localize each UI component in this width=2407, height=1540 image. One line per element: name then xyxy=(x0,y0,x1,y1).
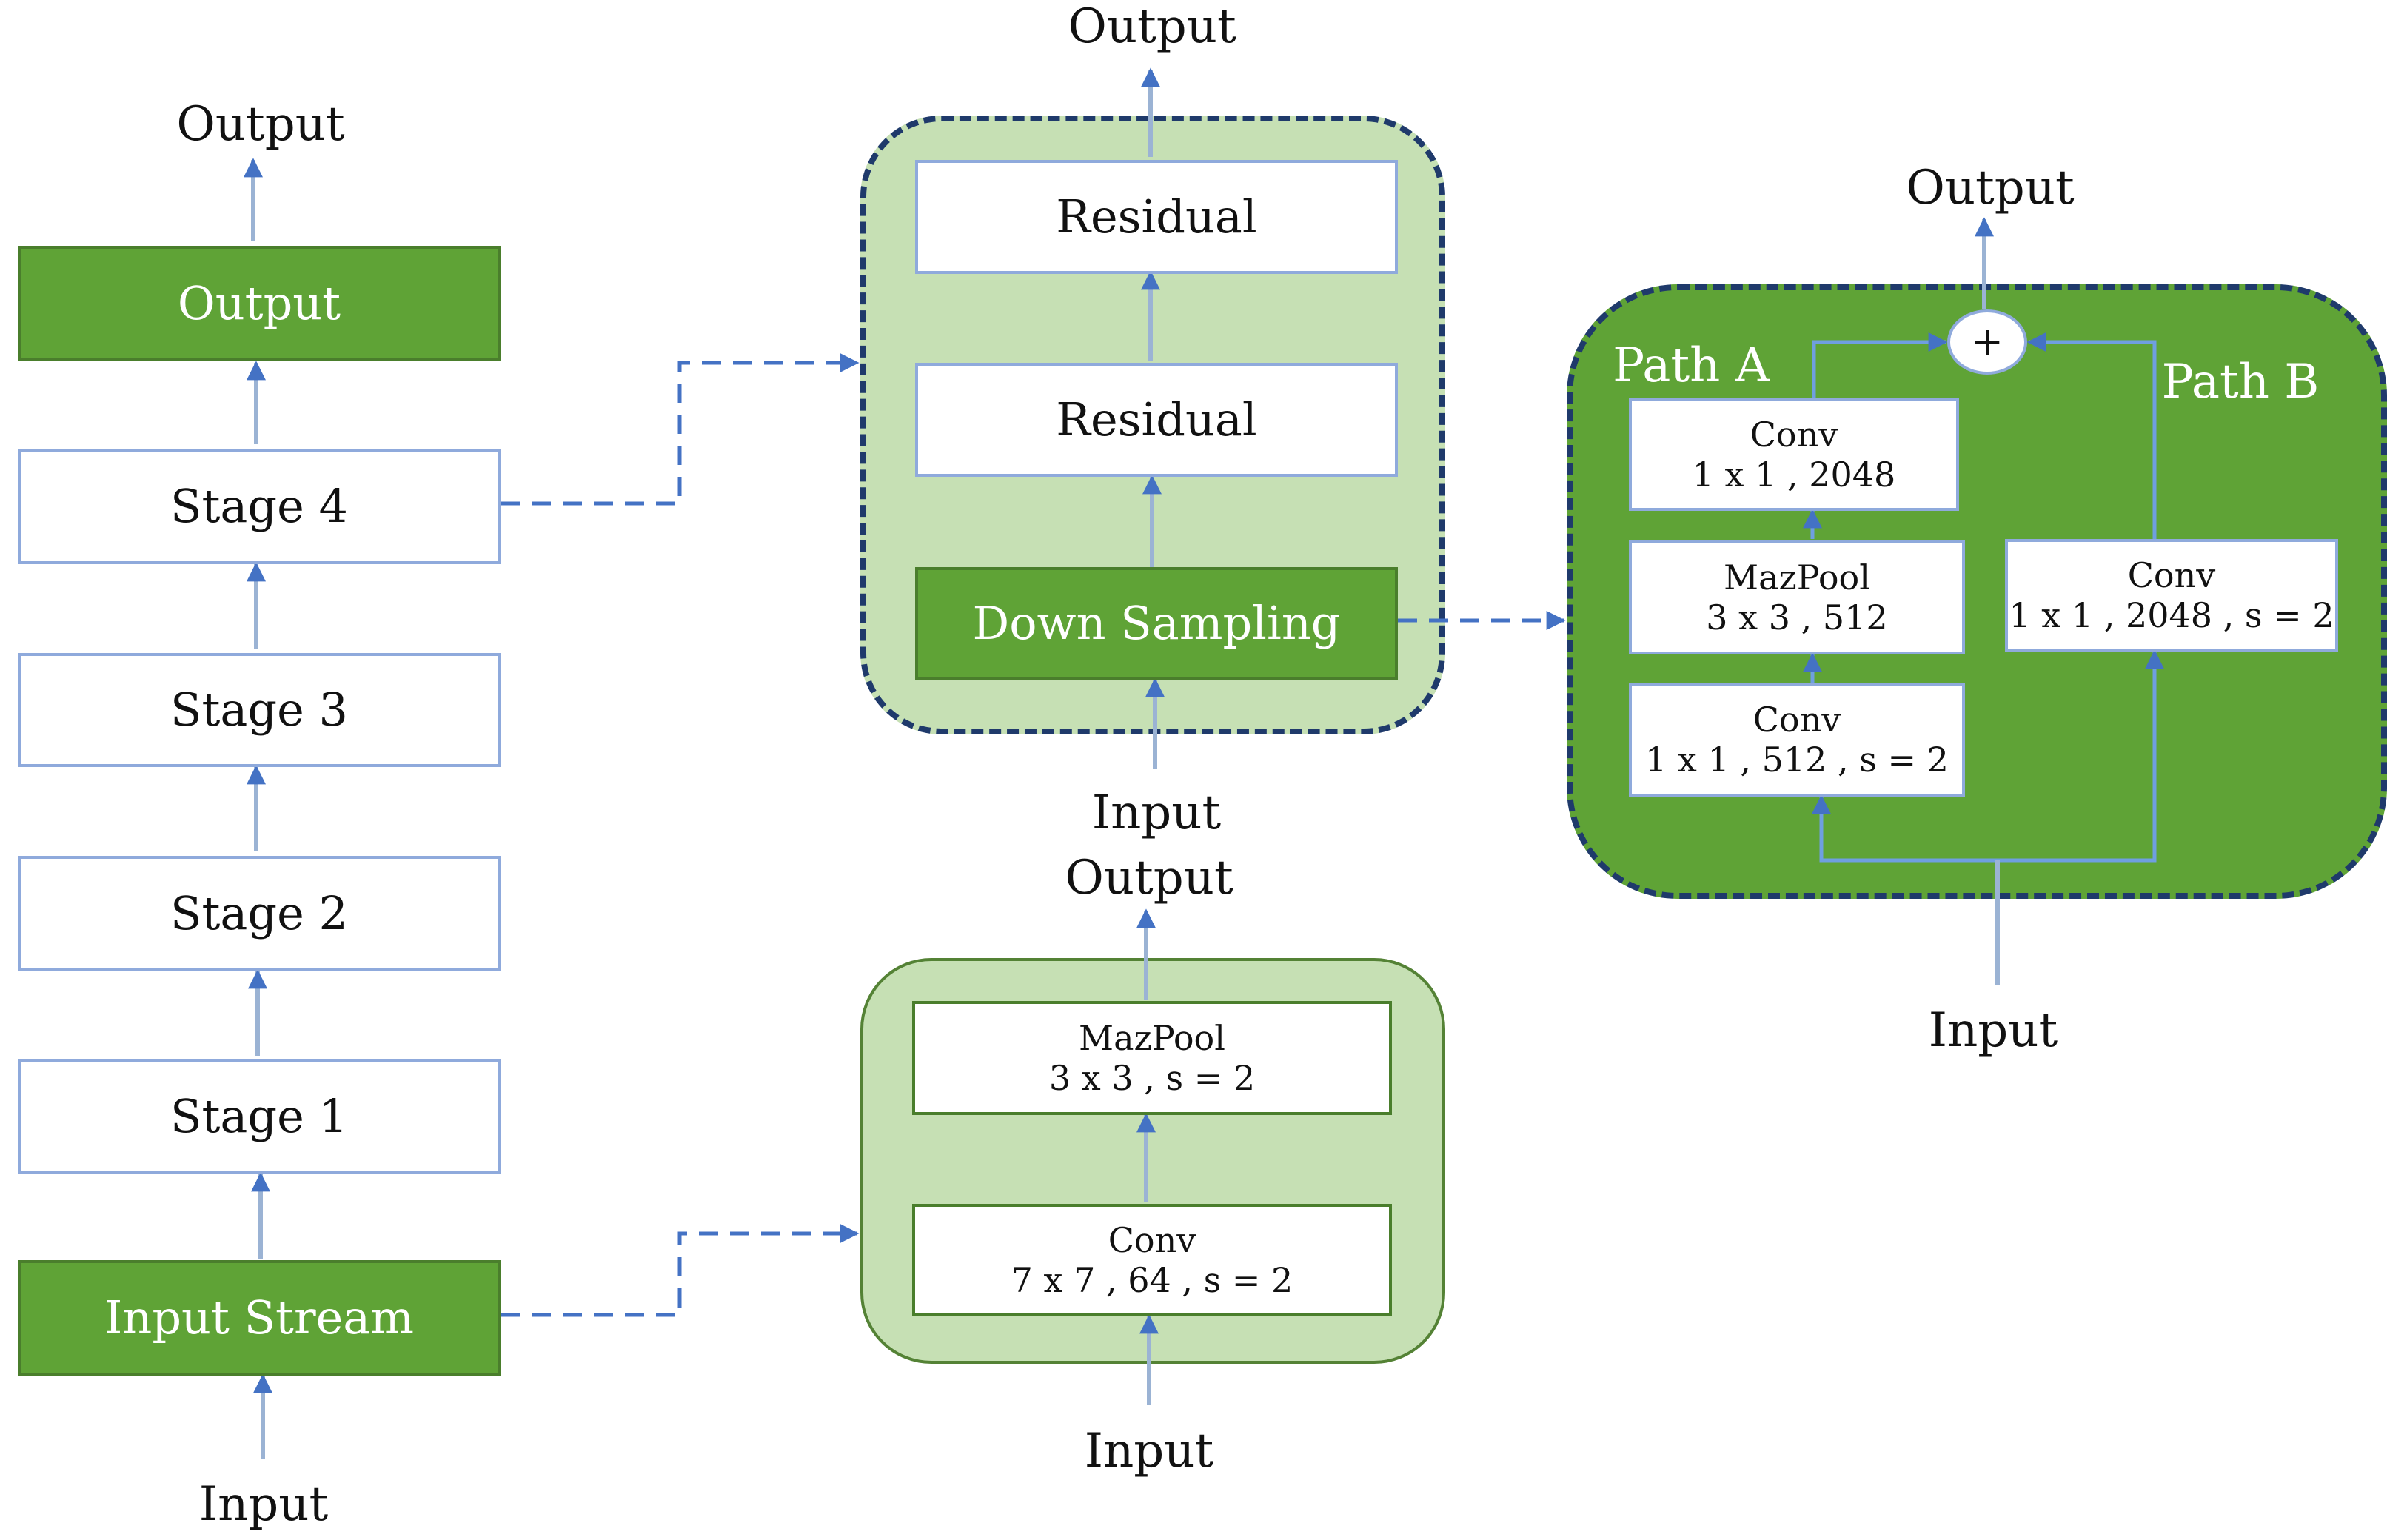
stage-2-block: Stage 2 xyxy=(18,856,501,971)
stage-3-block: Stage 3 xyxy=(18,653,501,767)
path-b-arrow-to-merge xyxy=(2026,332,2157,540)
stage-detail-output-label: Output xyxy=(1068,0,1236,54)
path-a-conv-2048-block: Conv 1 x 1 , 2048 xyxy=(1629,398,1959,511)
stage-detail-input-label: Input xyxy=(1091,786,1222,840)
stem-conv-title: Conv xyxy=(1108,1219,1196,1260)
down-sampling-block: Down Sampling xyxy=(915,567,1398,680)
path-a-mazpool-title: MazPool xyxy=(1724,557,1870,597)
stem-mazpool-params: 3 x 3 , s = 2 xyxy=(1048,1058,1256,1098)
split-arrow-path-b xyxy=(1998,649,2164,863)
path-a-mazpool-params: 3 x 3 , 512 xyxy=(1706,597,1888,637)
path-b-conv-block: Conv 1 x 1 , 2048 , s = 2 xyxy=(2005,539,2338,652)
merge-add-node: + xyxy=(1947,309,2027,375)
callout-stage4-to-stage-detail xyxy=(501,353,860,506)
path-a-conv-2048-params: 1 x 1 , 2048 xyxy=(1692,455,1896,495)
downsampling-output-label: Output xyxy=(1906,161,2075,215)
residual-block-bottom: Residual xyxy=(915,363,1398,477)
path-b-conv-title: Conv xyxy=(2127,555,2216,595)
backbone-input-label: Input xyxy=(198,1477,329,1532)
path-b-label: Path B xyxy=(2161,355,2320,409)
path-a-conv-512-title: Conv xyxy=(1752,699,1841,740)
stage-4-block: Stage 4 xyxy=(18,449,501,564)
stem-conv-block: Conv 7 x 7 , 64 , s = 2 xyxy=(912,1204,1392,1316)
path-a-conv-2048-title: Conv xyxy=(1750,414,1838,455)
path-a-arrow-to-merge xyxy=(1812,332,1948,398)
path-a-conv-512-block: Conv 1 x 1 , 512 , s = 2 xyxy=(1629,683,1965,797)
callout-input-stream-to-stem xyxy=(501,1224,860,1317)
path-a-label: Path A xyxy=(1613,338,1770,393)
path-a-mazpool-block: MazPool 3 x 3 , 512 xyxy=(1629,540,1965,654)
stem-detail-input-label: Input xyxy=(1084,1424,1214,1479)
input-stream-block: Input Stream xyxy=(18,1260,501,1376)
stem-conv-params: 7 x 7 , 64 , s = 2 xyxy=(1011,1260,1293,1300)
backbone-output-block: Output xyxy=(18,246,501,361)
split-arrow-path-a xyxy=(1812,794,1998,863)
path-a-conv-512-params: 1 x 1 , 512 , s = 2 xyxy=(1645,740,1949,780)
backbone-output-label: Output xyxy=(176,97,345,152)
downsampling-input-label: Input xyxy=(1928,1003,2058,1058)
stem-detail-output-label: Output xyxy=(1065,851,1233,905)
path-b-conv-params: 1 x 1 , 2048 , s = 2 xyxy=(2009,595,2334,635)
stage-1-block: Stage 1 xyxy=(18,1059,501,1174)
stem-mazpool-block: MazPool 3 x 3 , s = 2 xyxy=(912,1001,1392,1115)
residual-block-top: Residual xyxy=(915,160,1398,274)
stem-mazpool-title: MazPool xyxy=(1079,1017,1225,1058)
